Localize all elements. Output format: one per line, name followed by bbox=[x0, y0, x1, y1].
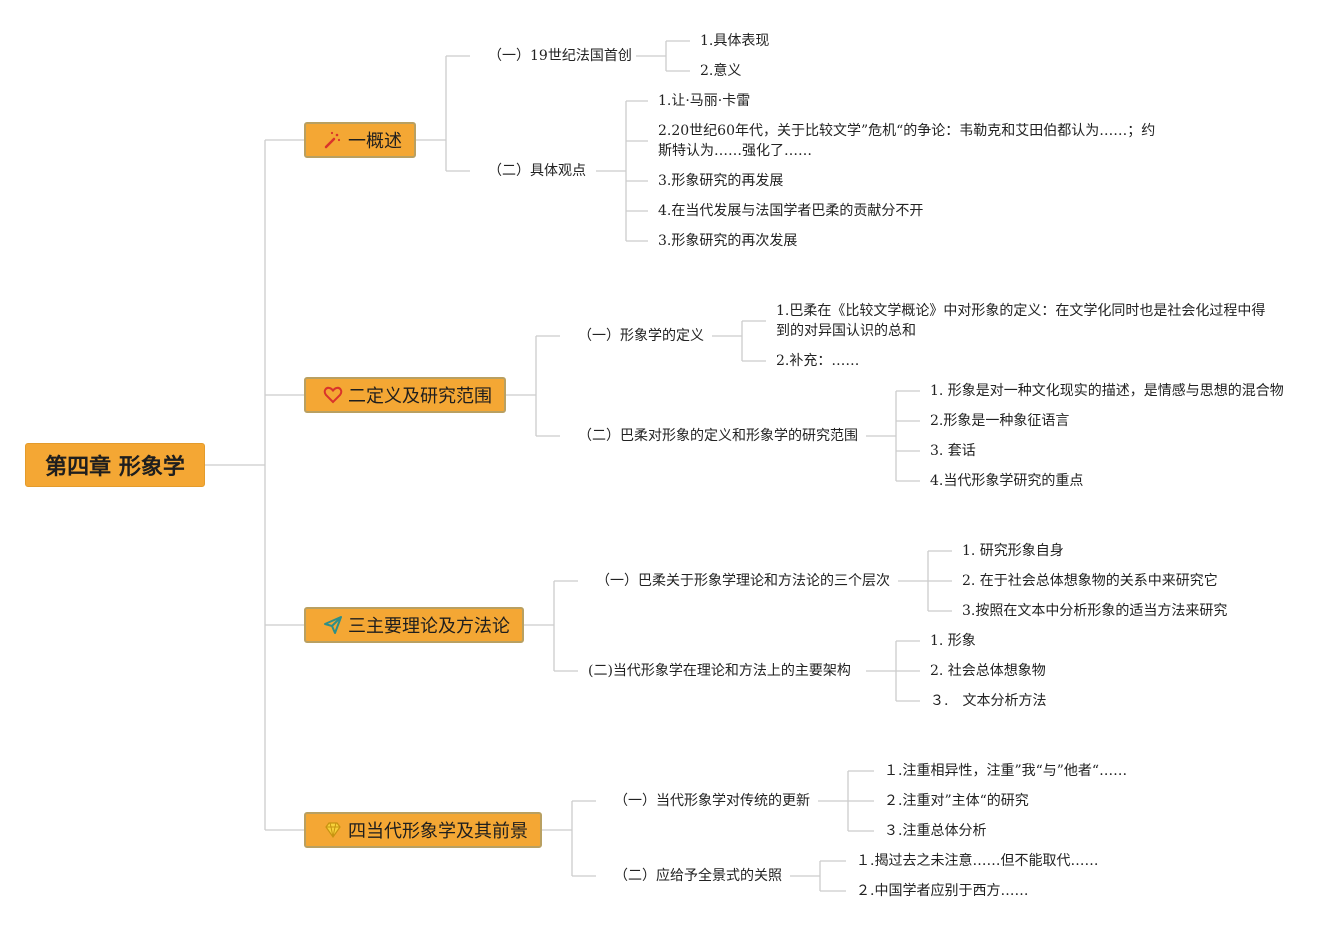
leaf-item[interactable]: 2.补充：…… bbox=[776, 353, 860, 369]
leaf-item[interactable]: 2.意义 bbox=[700, 63, 742, 79]
section-label: 一概述 bbox=[348, 131, 402, 152]
magic-wand-icon bbox=[322, 129, 344, 151]
leaf-item[interactable]: 4.在当代发展与法国学者巴柔的贡献分不开 bbox=[658, 203, 924, 219]
section-label: 三主要理论及方法论 bbox=[348, 616, 510, 637]
leaf-item[interactable]: 3.形象研究的再次发展 bbox=[658, 233, 798, 249]
leaf-item[interactable]: 1. 形象是对一种文化现实的描述，是情感与思想的混合物 bbox=[930, 383, 1284, 399]
leaf-item[interactable]: 2.20世纪60年代，关于比较文学”危机“的争论：韦勒克和艾田伯都认为……；约斯… bbox=[658, 123, 1156, 159]
section-label: 四当代形象学及其前景 bbox=[348, 821, 528, 842]
subtopic-label[interactable]: （一）巴柔关于形象学理论和方法论的三个层次 bbox=[596, 573, 890, 589]
leaf-item[interactable]: 1.巴柔在《比较文学概论》中对形象的定义：在文学化同时也是社会化过程中得到的对异… bbox=[776, 303, 1266, 339]
section-node-definition[interactable]: 二定义及研究范围 bbox=[304, 377, 506, 413]
leaf-item[interactable]: 2. 社会总体想象物 bbox=[930, 663, 1046, 679]
leaf-item[interactable]: 1. 研究形象自身 bbox=[962, 543, 1064, 559]
leaf-item[interactable]: 4.当代形象学研究的重点 bbox=[930, 473, 1084, 489]
leaf-item[interactable]: 2.形象是一种象征语言 bbox=[930, 413, 1070, 429]
subtopic-label[interactable]: （一）当代形象学对传统的更新 bbox=[614, 793, 810, 809]
heart-icon bbox=[322, 384, 344, 406]
subtopic-label[interactable]: （二）巴柔对形象的定义和形象学的研究范围 bbox=[578, 428, 858, 444]
root-node[interactable]: 第四章 形象学 bbox=[25, 443, 205, 487]
diamond-icon bbox=[322, 819, 344, 841]
leaf-item[interactable]: ２.中国学者应别于西方…… bbox=[856, 883, 1029, 899]
leaf-item[interactable]: ３. 文本分析方法 bbox=[930, 693, 1047, 709]
paper-plane-icon bbox=[322, 614, 344, 636]
section-label: 二定义及研究范围 bbox=[348, 386, 492, 407]
leaf-item[interactable]: 1.让·马丽·卡雷 bbox=[658, 93, 751, 109]
subtopic-label[interactable]: （二）具体观点 bbox=[488, 163, 586, 179]
leaf-item[interactable]: １.注重相异性，注重”我“与”他者“…… bbox=[884, 763, 1128, 779]
leaf-item[interactable]: 3.按照在文本中分析形象的适当方法来研究 bbox=[962, 603, 1228, 619]
subtopic-label[interactable]: （二）应给予全景式的关照 bbox=[614, 868, 782, 884]
subtopic-label[interactable]: （一）形象学的定义 bbox=[578, 328, 704, 344]
leaf-item[interactable]: １.揭过去之未注意……但不能取代…… bbox=[856, 853, 1099, 869]
leaf-item[interactable]: ２.注重对”主体“的研究 bbox=[884, 793, 1029, 809]
section-node-theory[interactable]: 三主要理论及方法论 bbox=[304, 607, 524, 643]
leaf-item[interactable]: 1.具体表现 bbox=[700, 33, 770, 49]
leaf-item[interactable]: 3.形象研究的再发展 bbox=[658, 173, 784, 189]
leaf-item[interactable]: 3. 套话 bbox=[930, 443, 976, 459]
leaf-item[interactable]: 1. 形象 bbox=[930, 633, 976, 649]
subtopic-label[interactable]: （一）19世纪法国首创 bbox=[488, 48, 632, 64]
section-node-overview[interactable]: 一概述 bbox=[304, 122, 416, 158]
leaf-item[interactable]: ３.注重总体分析 bbox=[884, 823, 987, 839]
subtopic-label[interactable]: (二)当代形象学在理论和方法上的主要架构 bbox=[588, 663, 851, 679]
leaf-item[interactable]: 2. 在于社会总体想象物的关系中来研究它 bbox=[962, 573, 1218, 589]
section-node-prospects[interactable]: 四当代形象学及其前景 bbox=[304, 812, 542, 848]
